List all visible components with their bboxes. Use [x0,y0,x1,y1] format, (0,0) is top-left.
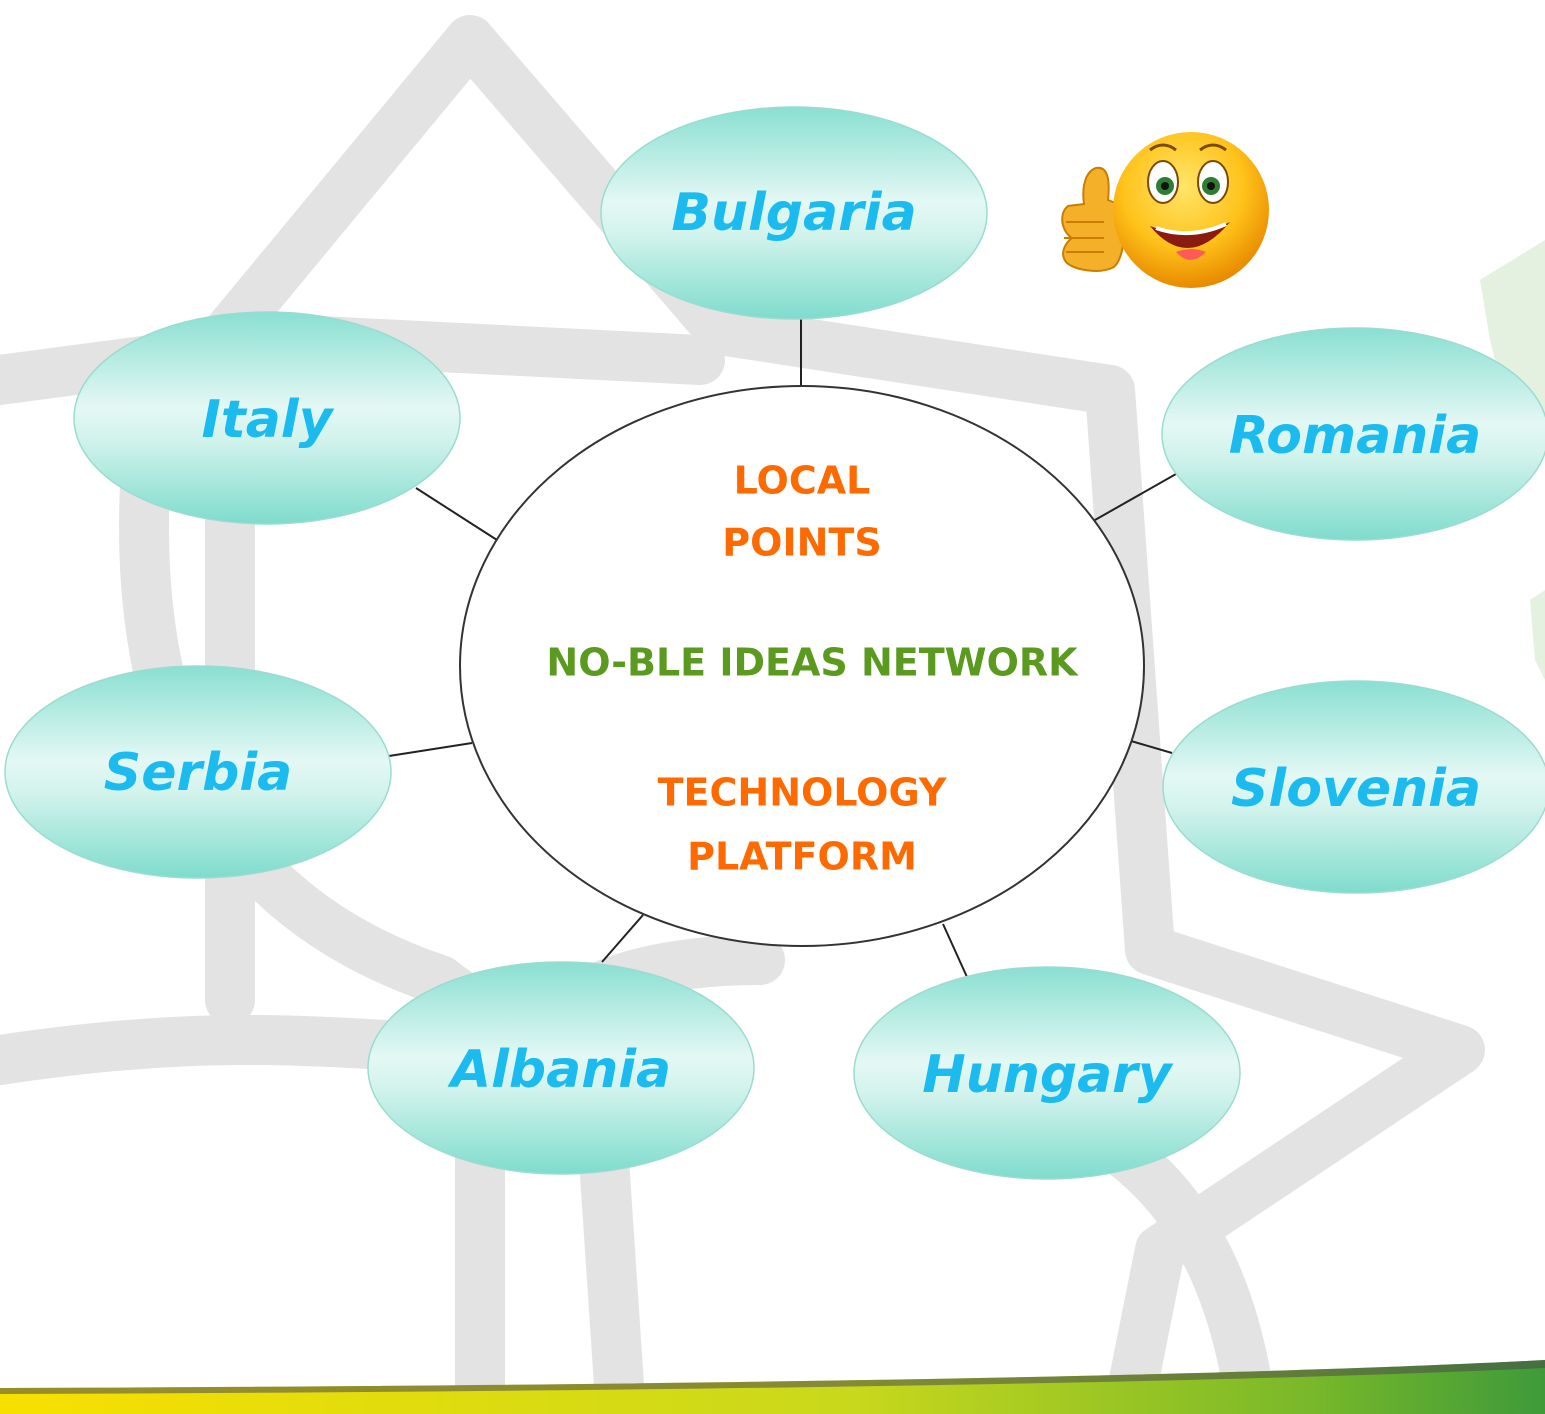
bubble-slovenia [1162,680,1545,894]
center-hub [459,385,1145,947]
connector-slovenia [1130,740,1173,754]
connector-italy [415,487,498,541]
connector-albania [601,914,644,963]
bubble-albania [367,961,755,1175]
bubble-romania [1161,327,1545,541]
center-label-network: NO-BLE IDEAS NETWORK [546,640,1078,685]
center-label-local: LOCAL [733,458,871,503]
country-label-romania: Romania [1228,406,1482,466]
country-label-albania: Albania [450,1040,672,1100]
bubble-serbia [4,665,392,879]
green-map-fragment [1480,240,1545,680]
country-label-hungary: Hungary [922,1045,1172,1105]
country-label-serbia: Serbia [103,743,293,803]
center-label-technology: TECHNOLOGY [657,770,947,815]
connector-serbia [388,742,473,757]
center-label-points: POINTS [722,520,882,565]
center-label-platform: PLATFORM [687,834,917,879]
bubble-bulgaria [600,106,988,320]
connector-romania [1094,473,1177,521]
country-label-bulgaria: Bulgaria [671,183,917,243]
bubble-hungary [853,966,1241,1180]
thumbs-up-smiley-icon [1061,132,1269,288]
connector-hungary [942,923,968,978]
country-label-italy: Italy [201,390,333,450]
country-label-slovenia: Slovenia [1230,759,1482,819]
bubble-italy [73,311,461,525]
connectors [388,318,1177,978]
